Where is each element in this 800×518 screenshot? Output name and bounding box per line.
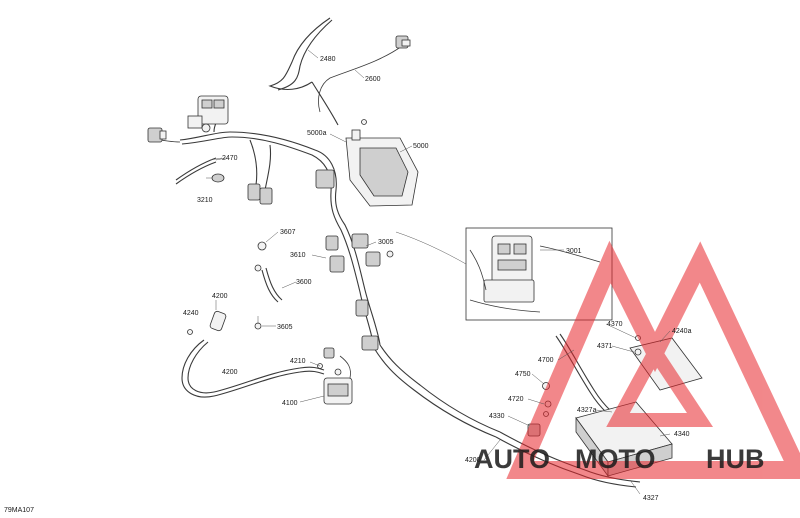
- label-2480: 2480: [320, 56, 336, 63]
- label-3005: 3005: [378, 239, 394, 246]
- label-2470: 2470: [222, 155, 238, 162]
- label-3600: 3600: [296, 279, 312, 286]
- label-3607: 3607: [280, 229, 296, 236]
- label-4340: 4340: [674, 431, 690, 438]
- label-4371: 4371: [597, 343, 613, 350]
- label-5000a: 5000a: [307, 130, 327, 137]
- label-4200-top: 4200: [212, 293, 228, 300]
- label-4200-bottom: 4200: [465, 457, 481, 464]
- ecu-5000: [315, 119, 419, 207]
- label-3210: 3210: [197, 197, 213, 204]
- leader-lines: [209, 49, 671, 495]
- label-5000: 5000: [413, 143, 429, 150]
- connector-cluster-3610: [325, 233, 394, 351]
- label-3605: 3605: [277, 324, 293, 331]
- label-4240a: 4240a: [672, 328, 692, 335]
- watermark-text: AUTO MOTO HUB: [474, 444, 765, 474]
- cable-2480: [268, 17, 339, 126]
- label-4327: 4327: [643, 495, 659, 502]
- connector-pair: [247, 183, 273, 205]
- connector-left: [147, 127, 167, 143]
- watermark-hub: HUB: [706, 444, 765, 474]
- label-2600: 2600: [365, 76, 381, 83]
- watermark-moto: MOTO: [575, 444, 656, 474]
- label-4370: 4370: [607, 321, 623, 328]
- cable-2470: [175, 157, 227, 185]
- label-3001: 3001: [566, 248, 582, 255]
- label-4210: 4210: [290, 358, 306, 365]
- label-4330: 4330: [489, 413, 505, 420]
- label-4750: 4750: [515, 371, 531, 378]
- label-4100: 4100: [282, 400, 298, 407]
- label-4240: 4240: [183, 310, 199, 317]
- clamp-4200: [187, 310, 227, 335]
- label-3610: 3610: [290, 252, 306, 259]
- watermark: [506, 240, 800, 479]
- inset-detail-3001: [395, 227, 613, 321]
- label-4720: 4720: [508, 396, 524, 403]
- part-labels: 2480 2600 2470 3210 5000a 5000 3607 3610…: [183, 56, 692, 502]
- cable-4200: [181, 339, 325, 398]
- cable-2600: [318, 35, 411, 113]
- relay-module: [187, 95, 229, 133]
- watermark-auto: AUTO: [474, 444, 550, 474]
- label-4200-mid: 4200: [222, 369, 238, 376]
- solenoid-4100: [317, 347, 353, 405]
- label-4700: 4700: [538, 357, 554, 364]
- ground-cable-3600: [254, 241, 283, 330]
- figure-code: 79MA107: [4, 507, 34, 514]
- sensor-3210: [206, 173, 225, 183]
- label-4327a: 4327a: [577, 407, 597, 414]
